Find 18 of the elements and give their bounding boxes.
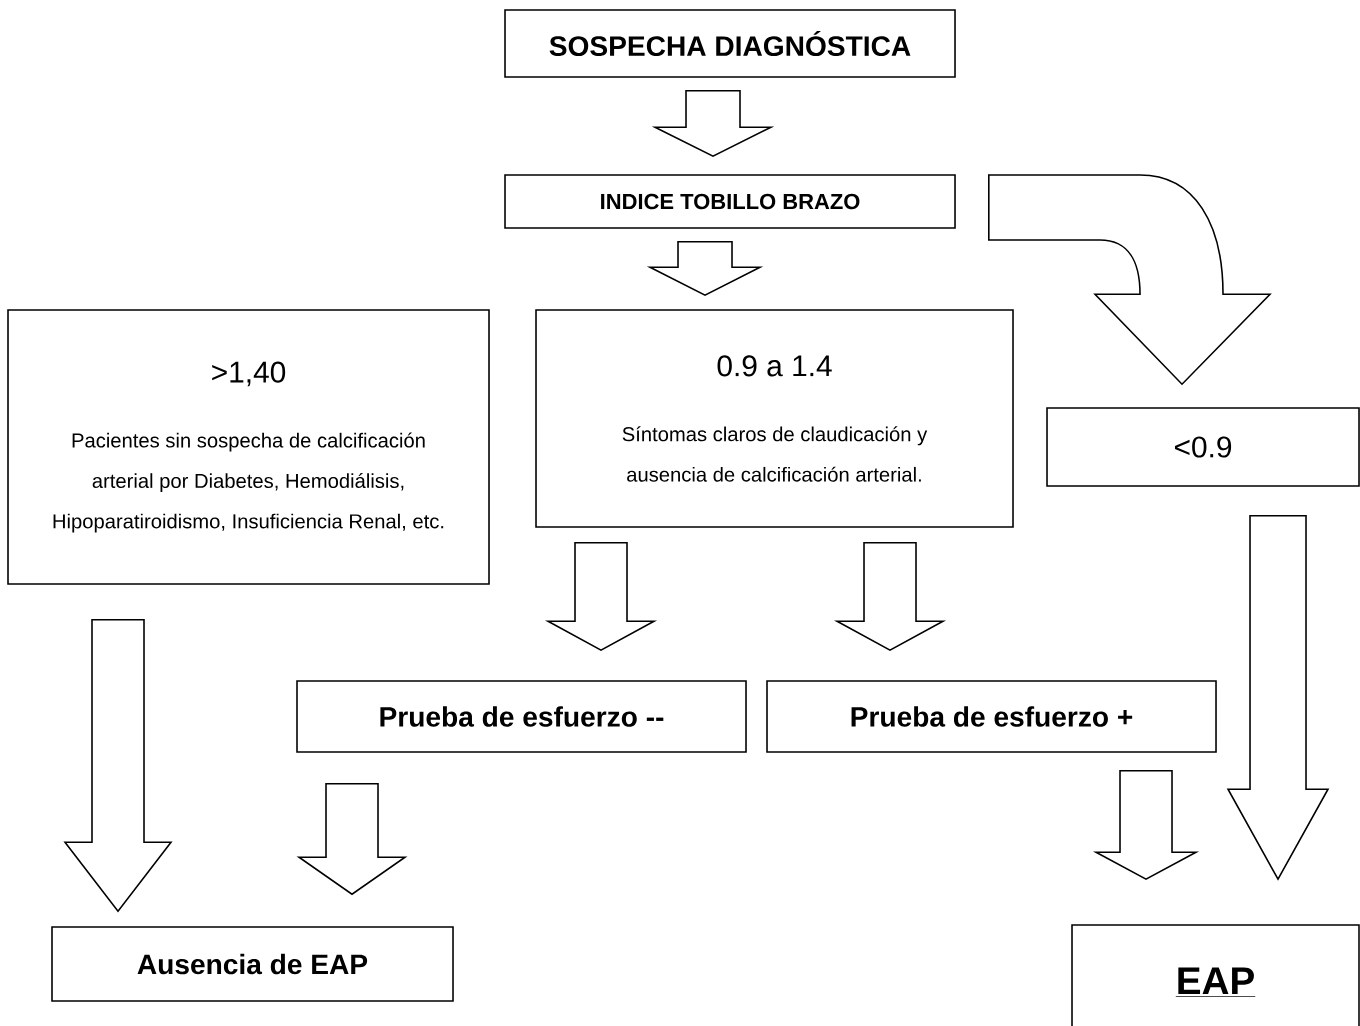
block-arrow [988,174,1271,385]
flow-box: Ausencia de EAP [51,926,454,1002]
flow-box: SOSPECHA DIAGNÓSTICA [504,9,956,78]
block-arrow [1092,770,1200,881]
block-arrow [646,241,764,297]
flow-box: EAP [1071,924,1360,1026]
flow-box: INDICE TOBILLO BRAZO [504,174,956,229]
block-arrow [651,90,775,158]
flow-box: >1,40 Pacientes sin sospecha de calcificación arterial por Diabetes, Hemodiálisis, Hipoparatiroidismo, Insuficiencia Renal, etc. [7,309,490,585]
block-arrow [833,542,947,652]
flow-box: <0.9 [1046,407,1360,487]
block-arrow [296,783,408,896]
block-arrow [544,542,658,652]
flow-box: Prueba de esfuerzo -- [296,680,747,753]
block-arrow [63,619,173,913]
flow-box: 0.9 a 1.4 Síntomas claros de claudicación y ausencia de calcificación arterial. [535,309,1014,528]
flow-box: Prueba de esfuerzo + [766,680,1217,753]
block-arrow [1226,515,1330,881]
